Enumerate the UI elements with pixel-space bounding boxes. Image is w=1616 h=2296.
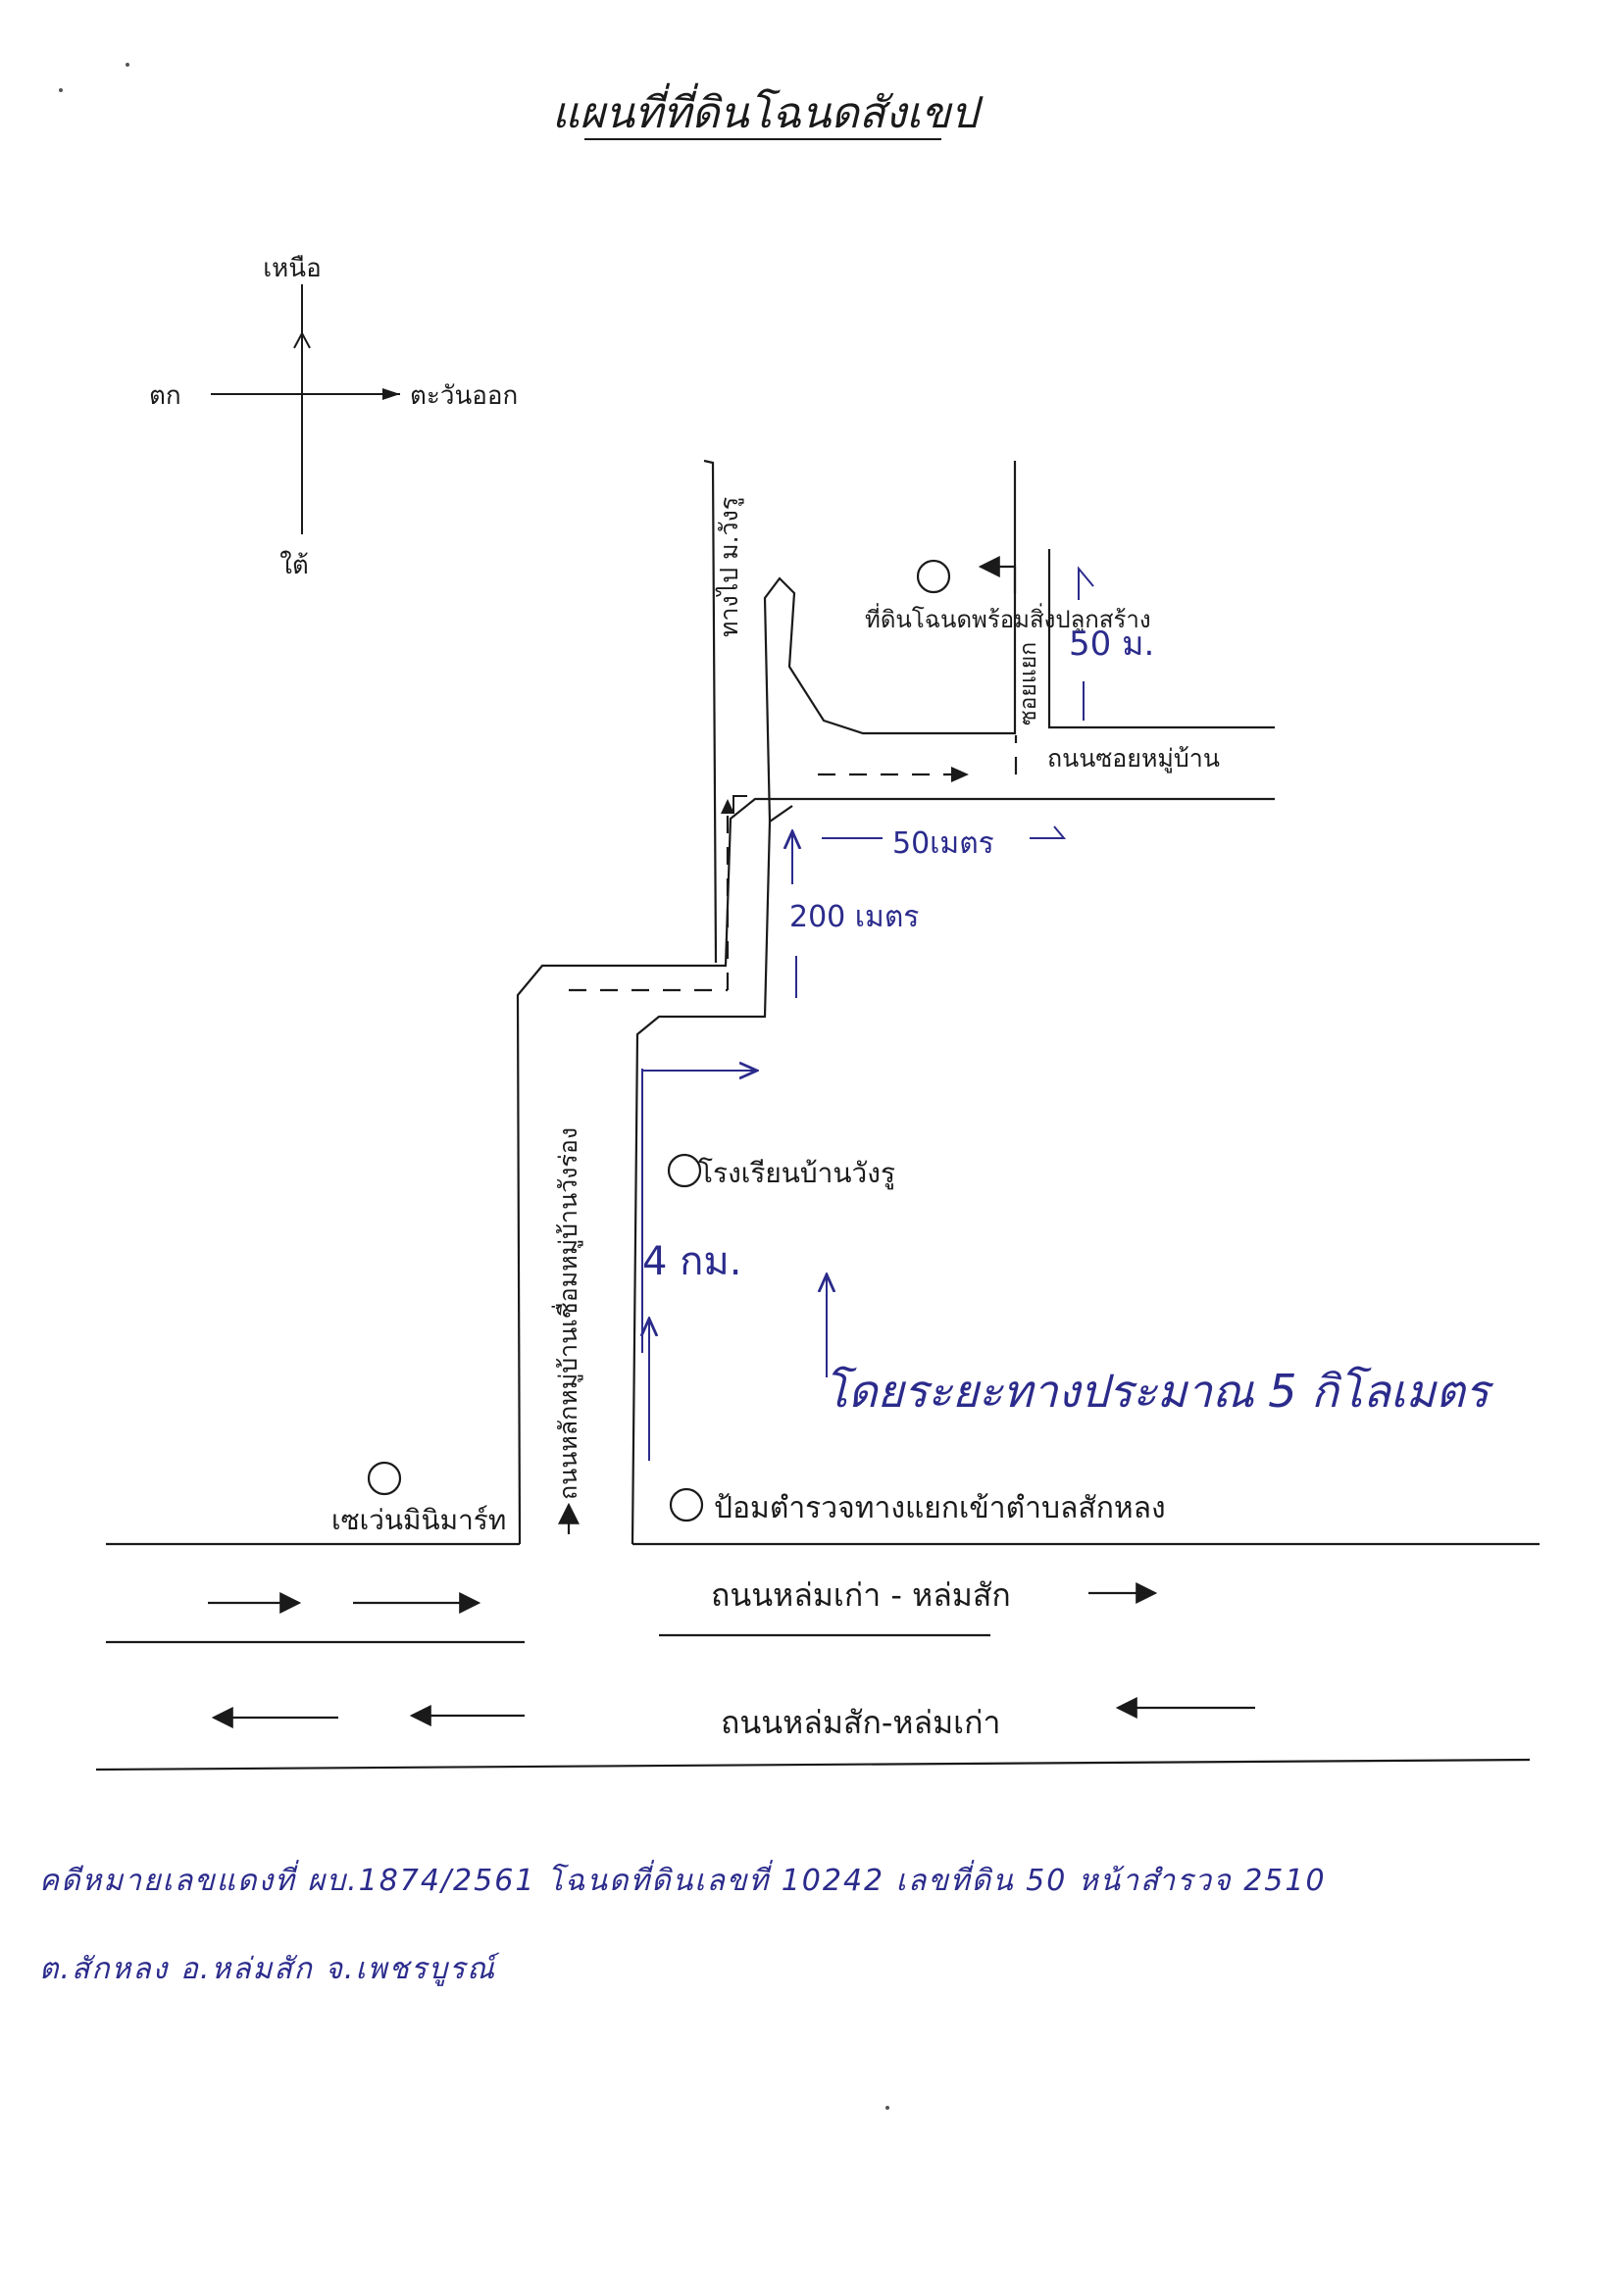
distance-annotations — [642, 566, 1094, 1461]
scan-marks — [59, 63, 889, 2110]
map-title: แผนที่ที่ดินโฉนดสังเขป — [552, 82, 985, 138]
footnote-line-1: คดีหมายเลขแดงที่ ผบ.1874/2561 โฉนดที่ดิน… — [39, 1864, 1327, 1898]
distance-50m-top: 50 ม. — [1069, 624, 1154, 664]
land-plot-label: ที่ดินโฉนดพร้อมสิ่งปลูกสร้าง — [865, 603, 1151, 634]
police-box: ป้อมตำรวจทางแยกเข้าตำบลสักหลง — [669, 1487, 1166, 1525]
route-arrowhead-up — [721, 799, 734, 814]
main-road — [95, 1542, 1540, 1772]
distance-4km: 4 กม. — [642, 1239, 741, 1284]
compass-north: เหนือ — [263, 254, 321, 283]
north-road-label: ทางไป ม.วังรู — [715, 497, 744, 637]
village-road-label: ถนนซอยหมู่บ้าน — [1047, 744, 1220, 774]
distance-200m: 200 เมตร — [789, 900, 919, 934]
seven-eleven: เซเว่นมินิมาร์ท — [331, 1461, 506, 1536]
main-road-lower-label: ถนนหล่มสัก-หล่มเก่า — [721, 1704, 1000, 1741]
traffic-arrows-westbound — [211, 1697, 1255, 1728]
compass-west: ตก — [149, 381, 181, 411]
route-arrowhead-turn — [732, 795, 747, 814]
side-road — [516, 459, 1275, 1545]
traffic-arrows-eastbound — [208, 1582, 1158, 1614]
distance-total: โดยระยะทางประมาณ 5 กิโลเมตร — [824, 1365, 1494, 1418]
seven-eleven-label: เซเว่นมินิมาร์ท — [331, 1504, 506, 1536]
school: โรงเรียนบ้านวังรู — [667, 1153, 895, 1190]
plot-arrow — [978, 556, 1017, 593]
compass-rose: เหนือ ใต้ ตะวันออก ตก — [149, 254, 518, 580]
distance-50m: 50เมตร — [892, 826, 994, 861]
route-dashes — [569, 735, 1018, 992]
route-arrowhead-right — [951, 767, 969, 782]
school-label: โรงเรียนบ้านวังรู — [698, 1157, 895, 1190]
compass-east: ตะวันออก — [410, 381, 518, 411]
main-road-upper-label: ถนนหล่มเก่า - หล่มสัก — [711, 1576, 1011, 1614]
side-road-label: ถนนหลักหมู่บ้านเชื่อมหมู่บ้านวังร่อง — [551, 1127, 583, 1500]
alley-label: ซอยแยก — [1016, 642, 1041, 725]
police-box-label: ป้อมตำรวจทางแยกเข้าตำบลสักหลง — [714, 1491, 1166, 1525]
land-plot: ที่ดินโฉนดพร้อมสิ่งปลูกสร้าง — [865, 559, 1151, 634]
compass-south: ใต้ — [279, 551, 309, 580]
footnote-line-2: ต.สักหลง อ.หล่มสัก จ.เพชรบูรณ์ — [39, 1952, 496, 1986]
